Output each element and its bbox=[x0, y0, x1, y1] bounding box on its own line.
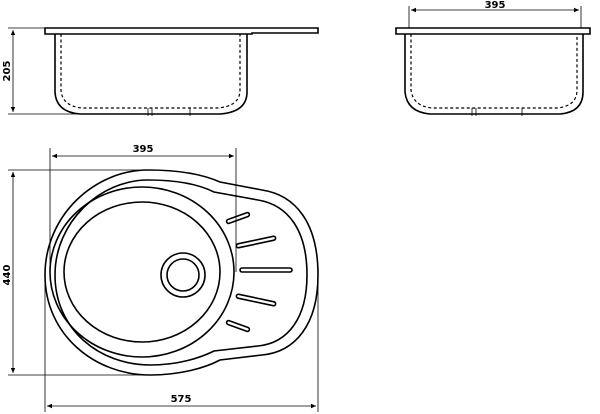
overall-height-label: 440 bbox=[2, 265, 13, 286]
front-view-bowl-inner bbox=[410, 34, 578, 109]
front-width-label: 395 bbox=[485, 0, 506, 11]
side-view-rim bbox=[44, 27, 319, 35]
top-view: 395 440 575 bbox=[2, 144, 319, 412]
front-view-bowl-outer bbox=[404, 34, 584, 115]
bowl-width-label: 395 bbox=[133, 144, 154, 155]
drain-inner-ring bbox=[166, 258, 200, 292]
top-view-inner-rim bbox=[54, 179, 308, 366]
front-view-drain bbox=[471, 108, 523, 116]
top-view-outer-contour bbox=[44, 169, 319, 376]
drainer-rib-3 bbox=[239, 267, 293, 273]
side-view-bowl-outer bbox=[54, 34, 248, 115]
drainer-ribs bbox=[225, 211, 293, 333]
drainer-rib-5 bbox=[225, 319, 251, 333]
top-view-bowl-inner bbox=[63, 201, 221, 343]
drainer-rib-1 bbox=[225, 211, 251, 225]
front-view-rim bbox=[395, 27, 591, 35]
side-view-drain bbox=[147, 108, 191, 116]
side-view: 205 bbox=[2, 27, 319, 116]
drain-outer-ring bbox=[160, 252, 206, 298]
drainer-rib-2 bbox=[235, 235, 277, 249]
side-view-bowl-inner bbox=[60, 34, 241, 109]
overall-width-label: 575 bbox=[171, 394, 192, 405]
top-view-bowl-outer bbox=[49, 186, 235, 358]
side-height-label: 205 bbox=[2, 61, 13, 82]
drainer-rib-4 bbox=[235, 293, 277, 307]
front-view: 395 bbox=[395, 0, 591, 116]
